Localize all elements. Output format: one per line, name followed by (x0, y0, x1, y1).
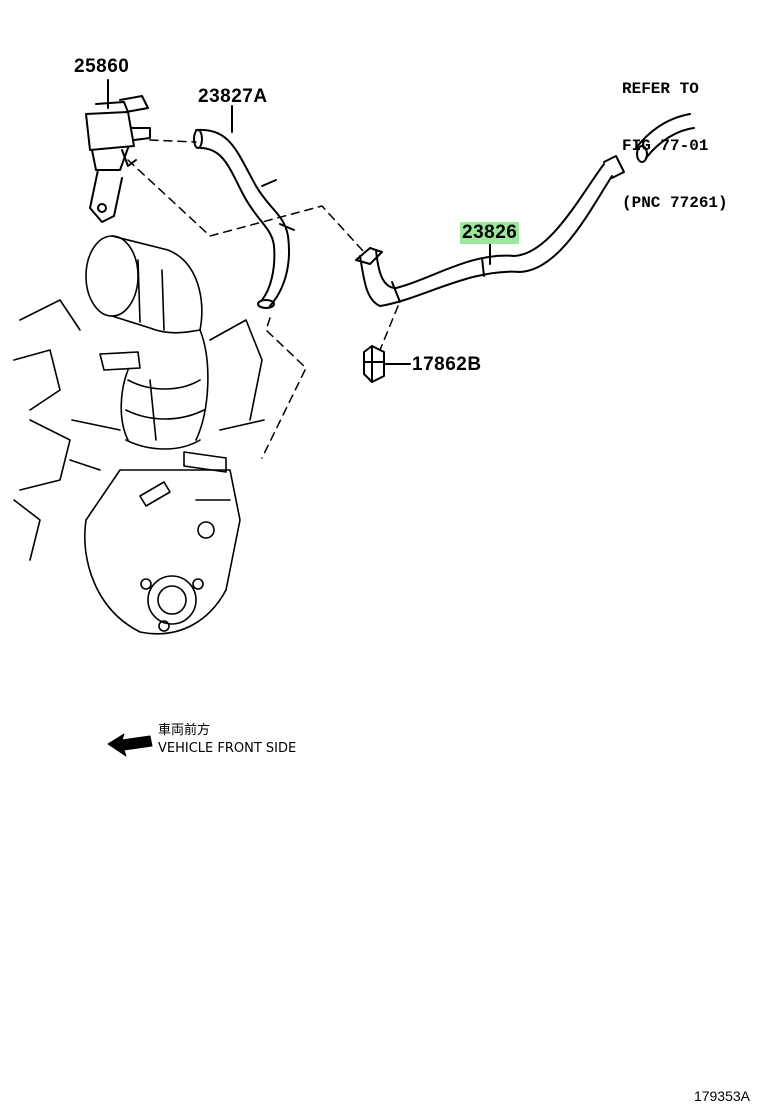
vsv-valve-25860 (85, 95, 151, 223)
vehicle-front-japanese: 車両前方 (158, 723, 211, 738)
refer-line-3: (PNC 77261) (622, 194, 728, 212)
part-label-17862b[interactable]: 17862B (412, 354, 482, 375)
vehicle-front-note: 車両前方 VEHICLE FRONT SIDE (158, 722, 296, 758)
vehicle-front-english: VEHICLE FRONT SIDE (158, 741, 297, 756)
part-label-23826[interactable]: 23826 (460, 222, 520, 244)
refer-line-2: FIG 77-01 (622, 137, 709, 155)
engine-assembly (13, 235, 265, 635)
refer-line-1: REFER TO (622, 80, 699, 98)
part-label-25860[interactable]: 25860 (74, 56, 130, 77)
hose-23826 (355, 113, 695, 307)
refer-note[interactable]: REFER TO FIG 77-01 (PNC 77261) (622, 42, 728, 232)
vehicle-front-arrow-icon (107, 733, 153, 757)
clip-17862b (363, 345, 385, 383)
hose-23827a (193, 128, 295, 309)
part-label-23827a[interactable]: 23827A (198, 86, 268, 107)
leader-lines (107, 79, 491, 365)
figure-number: 179353A (693, 1088, 750, 1104)
assembly-dash-lines (127, 139, 399, 459)
